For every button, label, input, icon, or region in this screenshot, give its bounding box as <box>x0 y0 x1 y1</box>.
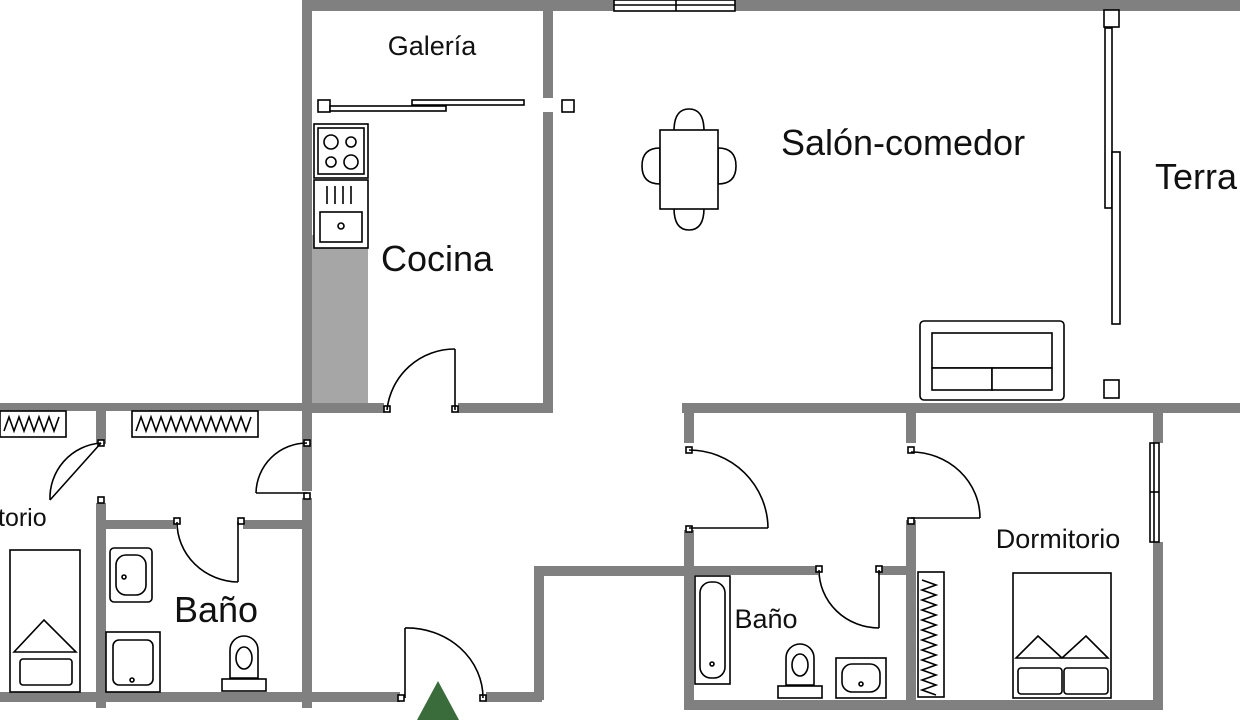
shower-tray-icon <box>105 631 161 693</box>
kitchen-fixtures <box>312 123 369 403</box>
stove-icon <box>313 123 369 179</box>
countertop <box>312 235 368 403</box>
bed-left-icon <box>9 549 81 693</box>
room-label-bano-left: Baño <box>174 589 258 630</box>
entrance-arrow-icon <box>417 681 459 720</box>
sofa-icon <box>919 320 1065 401</box>
room-label-dormitorio-left: torio <box>0 504 47 532</box>
sink-icon <box>313 179 369 249</box>
doors <box>49 348 981 702</box>
room-label-salon-comedor: Salón-comedor <box>781 122 1025 163</box>
left-bath-fixtures <box>105 547 267 693</box>
room-label-cocina: Cocina <box>381 238 494 279</box>
galeria-sliding-panels <box>317 99 575 113</box>
room-label-terraza: Terra <box>1155 156 1238 197</box>
bed-right-icon <box>1012 572 1112 699</box>
toilet-icon <box>777 643 823 699</box>
bathtub-icon <box>694 575 731 685</box>
bidet-icon <box>109 547 153 603</box>
terrace-sliding-doors <box>1103 9 1121 399</box>
room-label-bano-right: Baño <box>734 604 797 634</box>
toilet-icon <box>221 635 267 692</box>
windows <box>0 0 1160 698</box>
room-label-galeria: Galería <box>388 31 478 61</box>
dining-table-icon <box>641 108 737 231</box>
washbasin-icon <box>835 657 887 699</box>
right-bath-fixtures <box>694 575 887 699</box>
room-label-dormitorio-right: Dormitorio <box>996 524 1121 554</box>
